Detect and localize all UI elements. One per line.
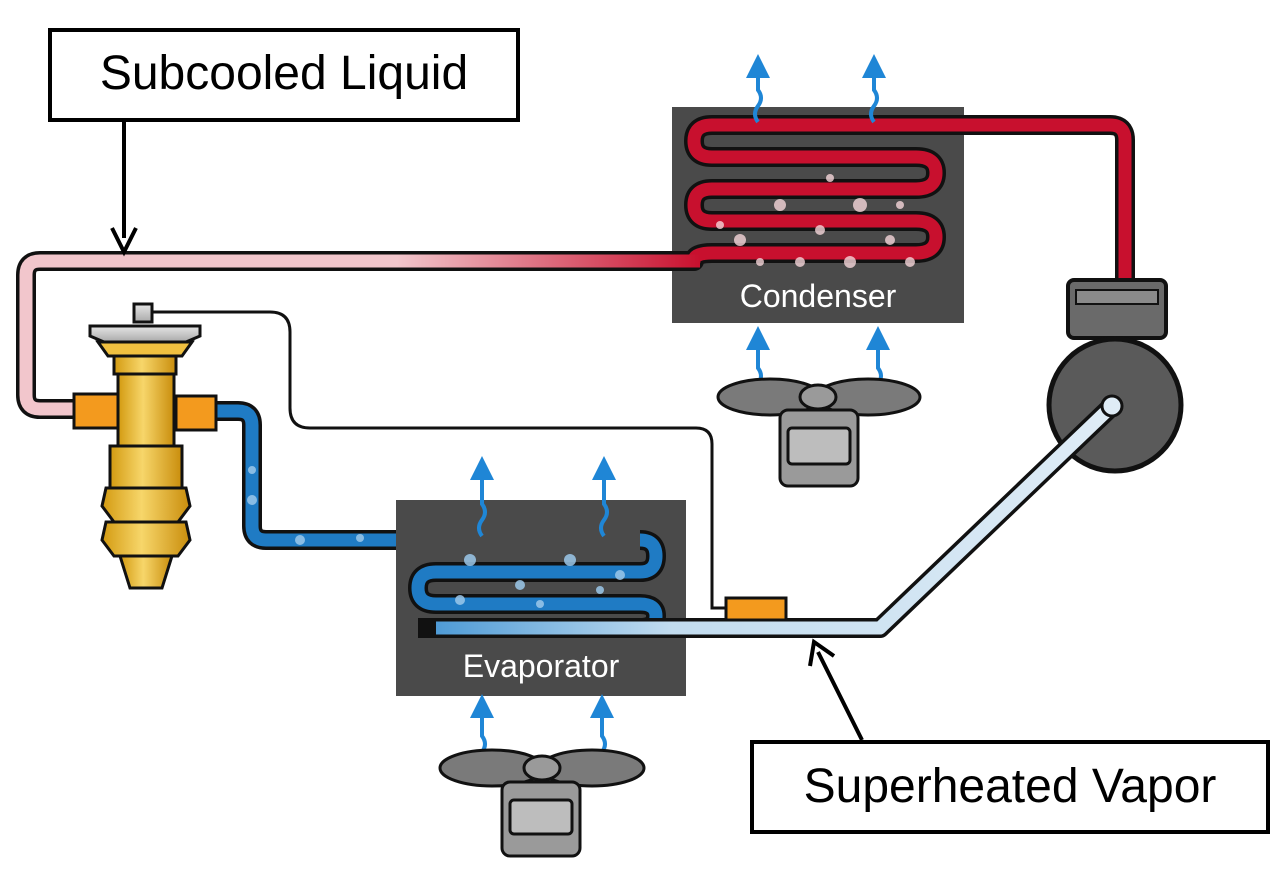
condenser-bubbles (716, 174, 915, 268)
air-flow-arrow-icon (746, 54, 770, 124)
suction-line (436, 394, 1124, 638)
condenser-label: Condenser (740, 278, 897, 314)
subcooled-liquid-label: Subcooled Liquid (100, 47, 468, 100)
air-flow-arrow-icon (470, 456, 494, 538)
compressor-icon (1046, 115, 1184, 474)
cold-line (206, 401, 640, 550)
fan-icon (438, 748, 646, 858)
evaporator-fan (438, 694, 646, 858)
subcooled-liquid-callout: Subcooled Liquid (48, 28, 520, 257)
fan-icon (716, 377, 922, 488)
evaporator-unit: Evaporator (247, 456, 686, 696)
air-flow-arrow-icon (862, 54, 886, 124)
capillary-tube (150, 310, 730, 610)
liquid-line (16, 251, 700, 419)
evaporator-label: Evaporator (463, 648, 620, 684)
superheated-vapor-label: Superheated Vapor (804, 760, 1217, 813)
condenser-fan (716, 326, 922, 488)
condenser-unit: Condenser (600, 54, 1110, 323)
superheated-vapor-callout: Superheated Vapor (750, 638, 1270, 834)
air-flow-arrow-icon (592, 456, 616, 538)
evaporator-bubbles (247, 466, 625, 608)
expansion-valve-icon (72, 302, 218, 590)
sensing-bulb-icon (724, 596, 788, 622)
